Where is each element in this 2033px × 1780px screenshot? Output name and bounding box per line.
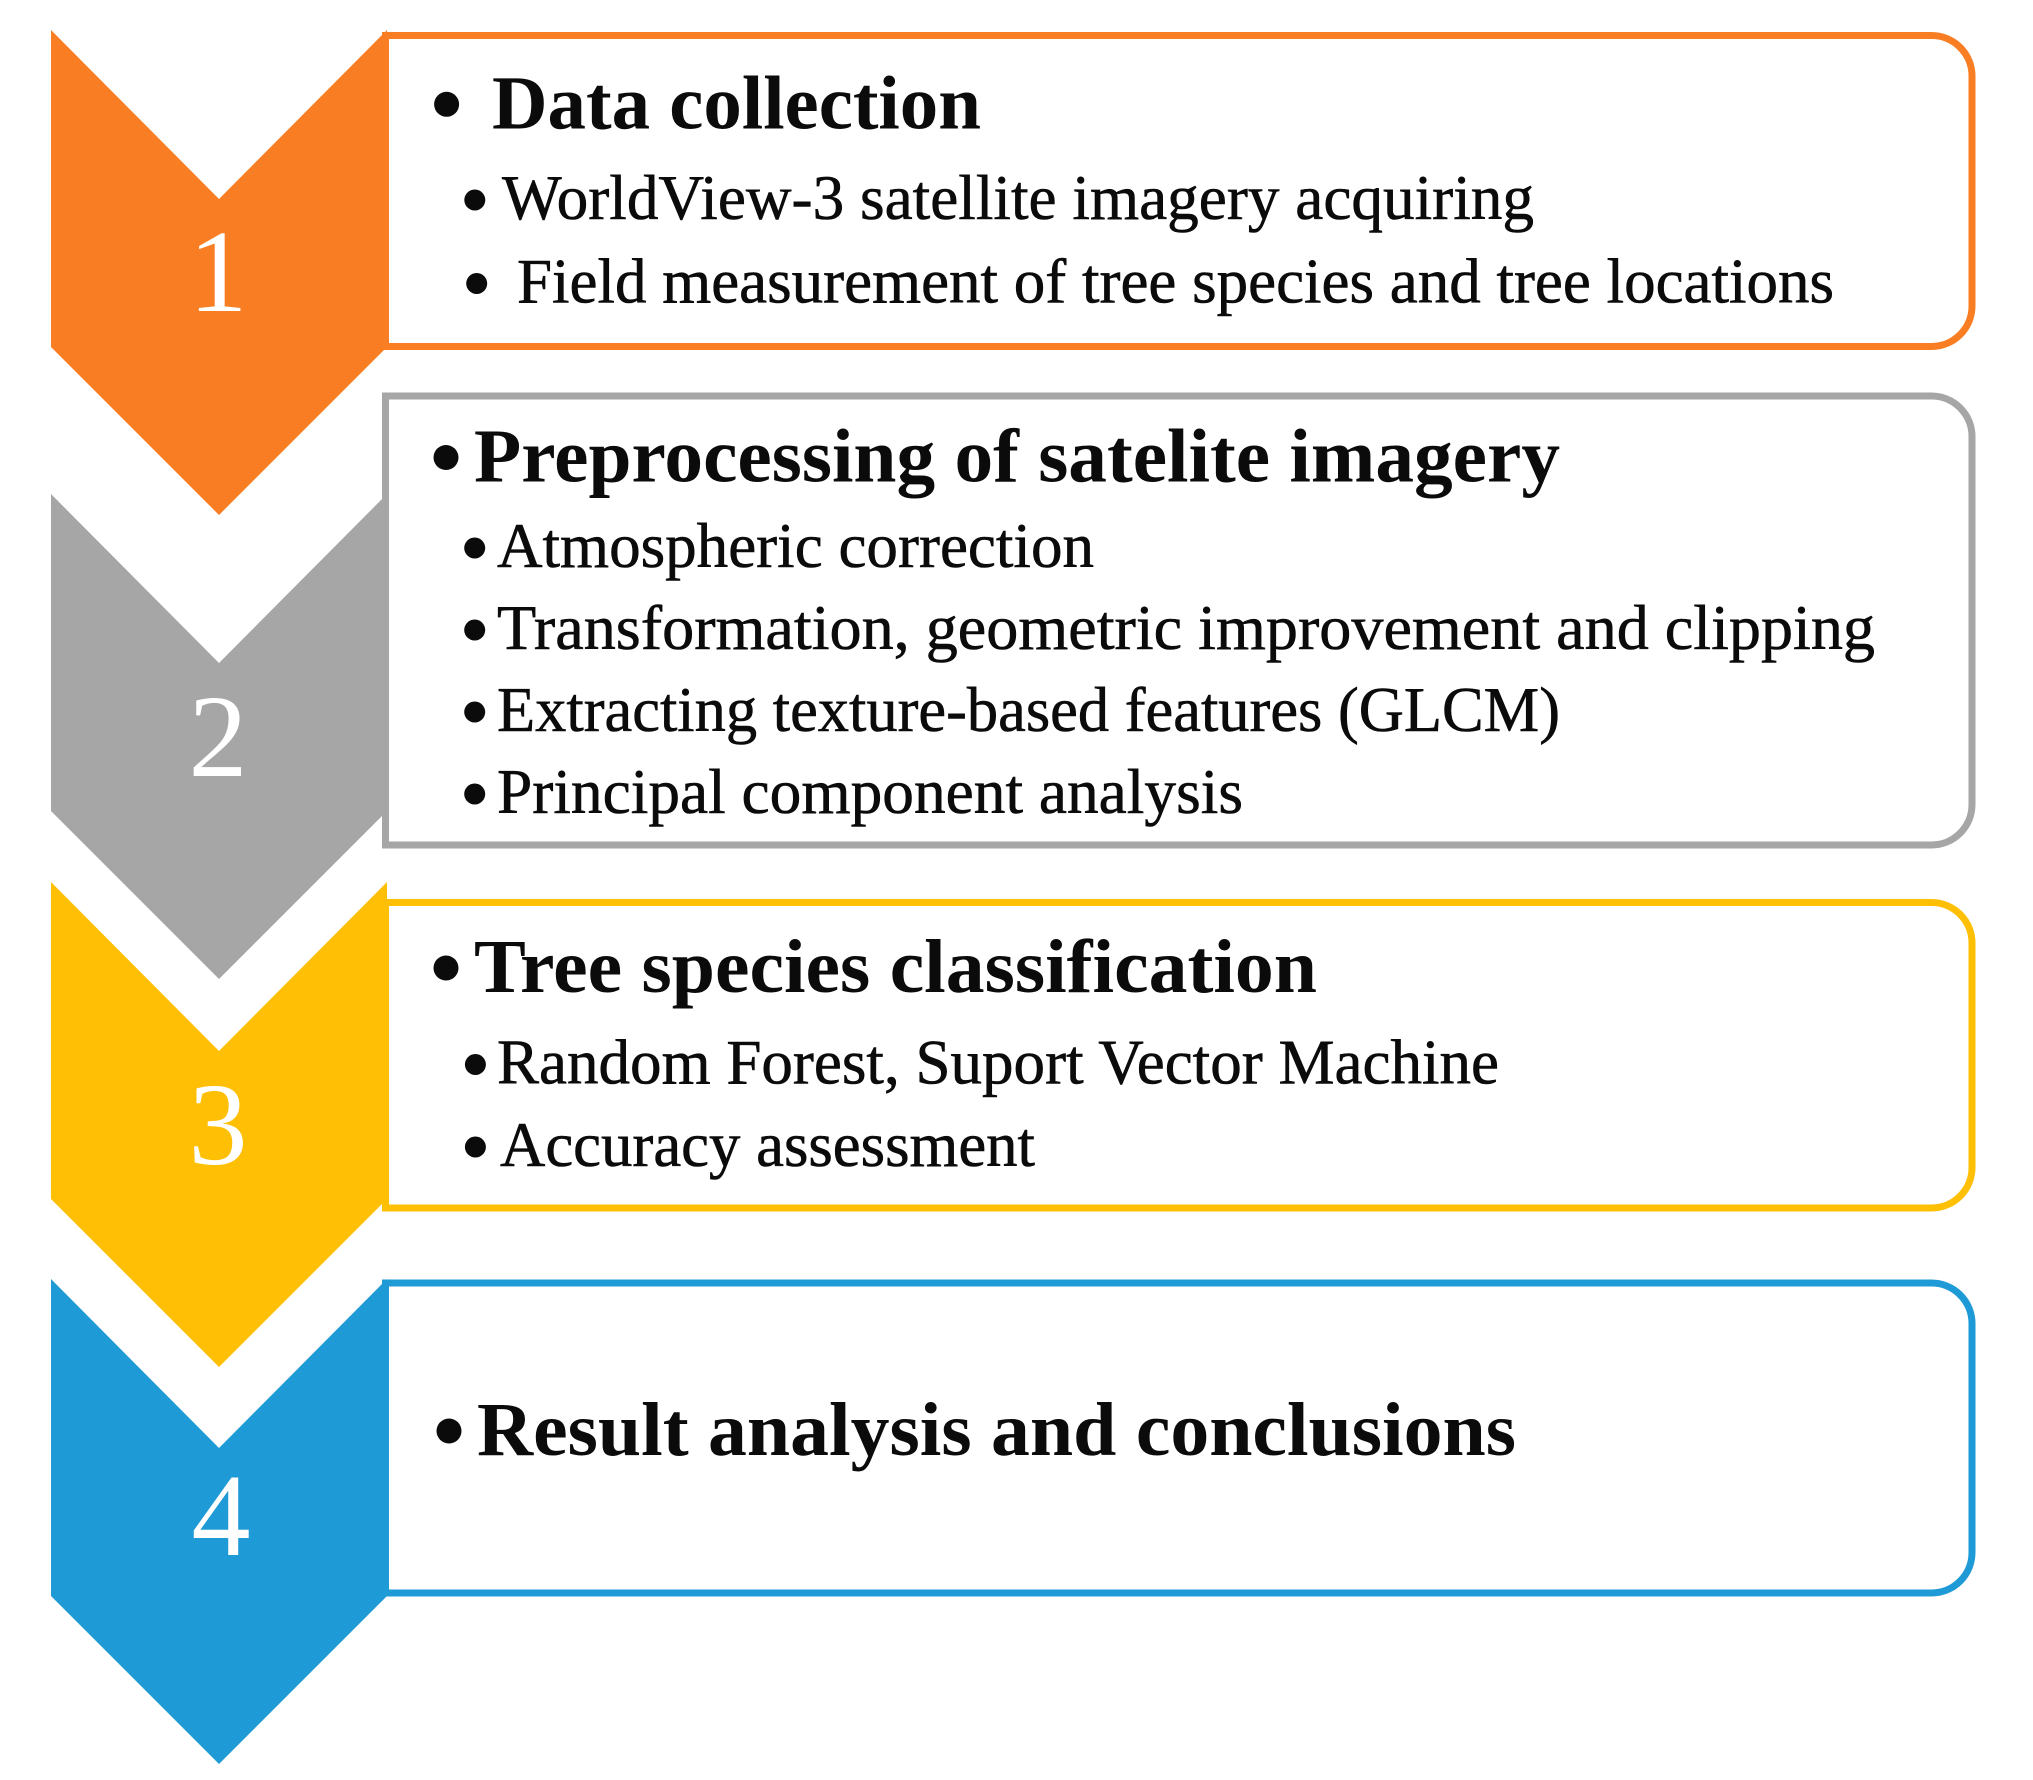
svg-text:Preprocessing of satelite imag: Preprocessing of satelite imagery [474,415,1560,499]
svg-text:Data collection: Data collection [492,62,981,146]
svg-text:Extracting texture-based featu: Extracting texture-based features (GLCM) [497,675,1560,745]
svg-text:Field measurement of tree spec: Field measurement of tree species and tr… [517,247,1834,317]
svg-text:WorldView-3 satellite imagery: WorldView-3 satellite imagery acquiring [502,163,1534,233]
svg-text:Accuracy assessment: Accuracy assessment [500,1110,1035,1180]
svg-text:3: 3 [189,1059,248,1190]
svg-text:Tree species classification: Tree species classification [474,925,1317,1009]
svg-text:1: 1 [189,206,248,337]
svg-text:2: 2 [189,671,248,802]
svg-text:Atmospheric correction: Atmospheric correction [497,511,1094,581]
svg-text:4: 4 [192,1450,251,1581]
svg-text:Principal component analysis: Principal component analysis [497,757,1243,827]
svg-text:Result analysis and conclusion: Result analysis and conclusions [477,1388,1516,1472]
svg-text:Transformation, geometric impr: Transformation, geometric improvement an… [497,593,1875,663]
svg-text:Random Forest, Suport Vector M: Random Forest, Suport Vector Machine [497,1028,1499,1098]
